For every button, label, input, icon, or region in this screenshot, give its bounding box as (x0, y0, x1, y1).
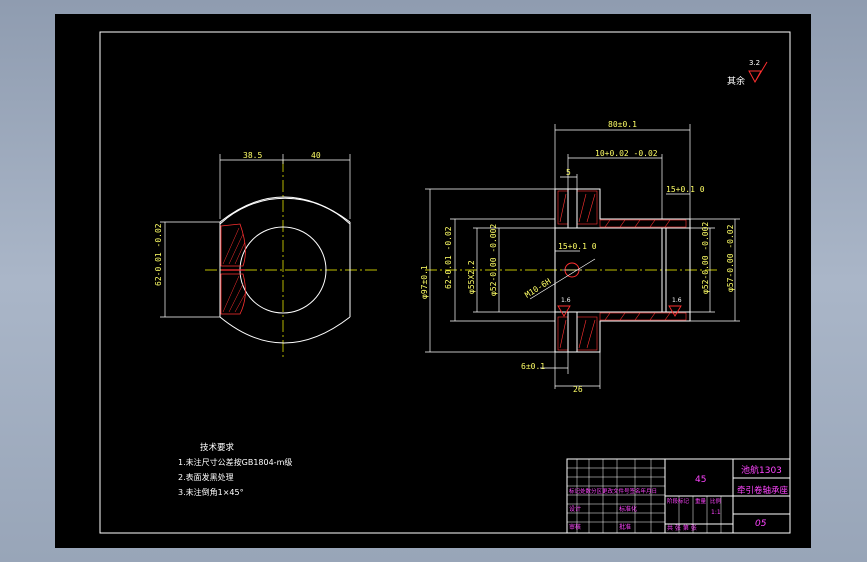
svg-text:φ52-0.00 -0.002: φ52-0.00 -0.002 (701, 222, 710, 294)
svg-text:3.未注倒角1×45°: 3.未注倒角1×45° (178, 487, 244, 497)
svg-text:φ97±0.1: φ97±0.1 (420, 265, 429, 299)
svg-text:26: 26 (573, 385, 583, 394)
svg-text:1.6: 1.6 (672, 297, 682, 304)
svg-text:10+0.02 -0.02: 10+0.02 -0.02 (595, 149, 658, 158)
svg-text:重量: 重量 (695, 497, 707, 505)
svg-text:1.未注尺寸公差按GB1804-m级: 1.未注尺寸公差按GB1804-m级 (178, 457, 292, 467)
svg-text:38.5: 38.5 (243, 151, 262, 160)
svg-text:池航1303: 池航1303 (741, 464, 782, 476)
svg-text:15+0.1 0: 15+0.1 0 (558, 242, 597, 251)
cad-viewport[interactable]: 其余 3.2 38.5 40 62-0.01 -0 (55, 14, 811, 548)
left-view: 38.5 40 62-0.01 -0.02 (154, 151, 380, 359)
drawing-frame (99, 31, 791, 534)
svg-text:45: 45 (695, 475, 706, 485)
svg-text:5: 5 (566, 168, 571, 177)
roughness-note: 其余 3.2 (727, 59, 768, 87)
svg-text:62-0.01 -0.02: 62-0.01 -0.02 (444, 226, 453, 289)
svg-text:3.2: 3.2 (749, 59, 760, 67)
svg-text:80±0.1: 80±0.1 (608, 120, 637, 129)
tech-requirements: 技术要求 1.未注尺寸公差按GB1804-m级 2.表面发黑处理 3.未注倒角1… (178, 442, 292, 497)
svg-text:批准: 批准 (619, 523, 631, 531)
svg-text:2.表面发黑处理: 2.表面发黑处理 (178, 472, 234, 482)
svg-text:技术要求: 技术要求 (200, 442, 235, 453)
svg-text:6±0.1: 6±0.1 (521, 362, 545, 371)
svg-text:阶段标记: 阶段标记 (667, 497, 690, 505)
svg-text:φ52-0.00 -0.002: φ52-0.00 -0.002 (489, 224, 498, 296)
cad-drawing: 其余 3.2 38.5 40 62-0.01 -0 (99, 31, 791, 534)
svg-text:05: 05 (755, 519, 767, 529)
svg-text:62-0.01 -0.02: 62-0.01 -0.02 (154, 223, 163, 286)
svg-text:1:1: 1:1 (711, 509, 721, 516)
svg-text:M10-6H: M10-6H (523, 277, 552, 300)
roughness-symbol-icon (557, 305, 571, 317)
svg-text:其余: 其余 (727, 75, 745, 87)
roughness-symbol-icon (748, 61, 768, 84)
svg-text:共 张 第 张: 共 张 第 张 (667, 524, 697, 532)
svg-text:φ57-0.00 -0.02: φ57-0.00 -0.02 (726, 224, 735, 292)
svg-text:40: 40 (311, 151, 321, 160)
svg-text:φ55X2.2: φ55X2.2 (467, 260, 476, 294)
title-block: 标记处数分区更改文件号签名年月日 设计 标准化 审核 批准 阶段标记 重量 比例… (566, 458, 791, 534)
svg-text:审核: 审核 (569, 523, 581, 531)
svg-text:标记处数分区更改文件号签名年月日: 标记处数分区更改文件号签名年月日 (569, 487, 657, 495)
roughness-symbol-icon (668, 305, 682, 317)
svg-text:牵引卷轴承座: 牵引卷轴承座 (737, 485, 789, 496)
svg-text:设计: 设计 (569, 505, 581, 513)
svg-text:1.6: 1.6 (561, 297, 571, 304)
section-view: 80±0.1 10+0.02 -0.02 5 15+0.1 0 φ97±0.1 … (420, 120, 740, 394)
svg-text:比例: 比例 (710, 497, 722, 505)
svg-text:15+0.1 0: 15+0.1 0 (666, 185, 705, 194)
svg-text:标准化: 标准化 (619, 505, 637, 513)
